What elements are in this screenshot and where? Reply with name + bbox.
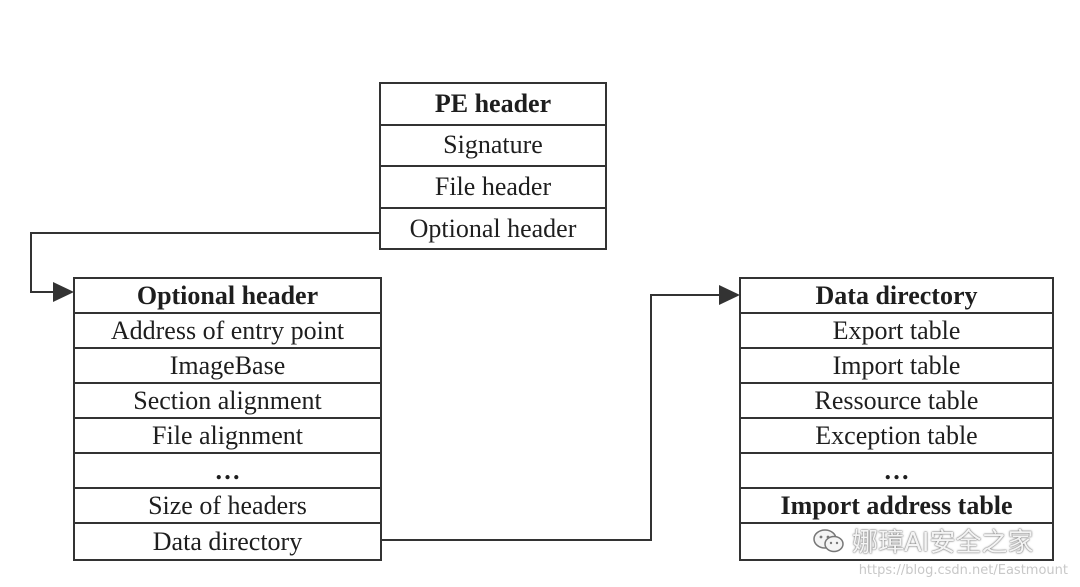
opt-row-entry-point: Address of entry point (75, 314, 380, 349)
pe-row-file-header: File header (381, 167, 605, 209)
opt-row-section-alignment: Section alignment (75, 384, 380, 419)
data-directory-title: Data directory (741, 279, 1052, 314)
watermark-text: 娜璋AI安全之家 (852, 528, 1034, 558)
optional-header-table: Optional header Address of entry point I… (73, 277, 382, 561)
opt-row-size-of-headers: Size of headers (75, 489, 380, 524)
dd-row-export-table: Export table (741, 314, 1052, 349)
optional-header-title: Optional header (75, 279, 380, 314)
arrowhead-data-directory (719, 285, 740, 305)
opt-row-imagebase: ImageBase (75, 349, 380, 384)
pe-header-table: PE header Signature File header Optional… (379, 82, 607, 250)
dd-row-import-address-table: Import address table (741, 489, 1052, 524)
pe-header-title: PE header (381, 84, 605, 126)
opt-row-file-alignment: File alignment (75, 419, 380, 454)
opt-row-ellipsis: … (75, 454, 380, 489)
dd-row-ressource-table: Ressource table (741, 384, 1052, 419)
wechat-icon (813, 528, 844, 552)
arrowhead-optional-header (53, 282, 74, 302)
dd-row-ellipsis: … (741, 454, 1052, 489)
dd-row-exception-table: Exception table (741, 419, 1052, 454)
dd-row-import-table: Import table (741, 349, 1052, 384)
watermark: 娜璋AI安全之家 (812, 522, 1033, 559)
pe-row-signature: Signature (381, 126, 605, 167)
data-directory-table: Data directory Export table Import table… (739, 277, 1054, 561)
connector-optional-to-data-directory (382, 294, 722, 541)
source-url: https://blog.csdn.net/Eastmount (858, 563, 1068, 578)
pe-row-optional-header: Optional header (409, 214, 577, 244)
opt-row-data-directory: Data directory (152, 526, 303, 556)
